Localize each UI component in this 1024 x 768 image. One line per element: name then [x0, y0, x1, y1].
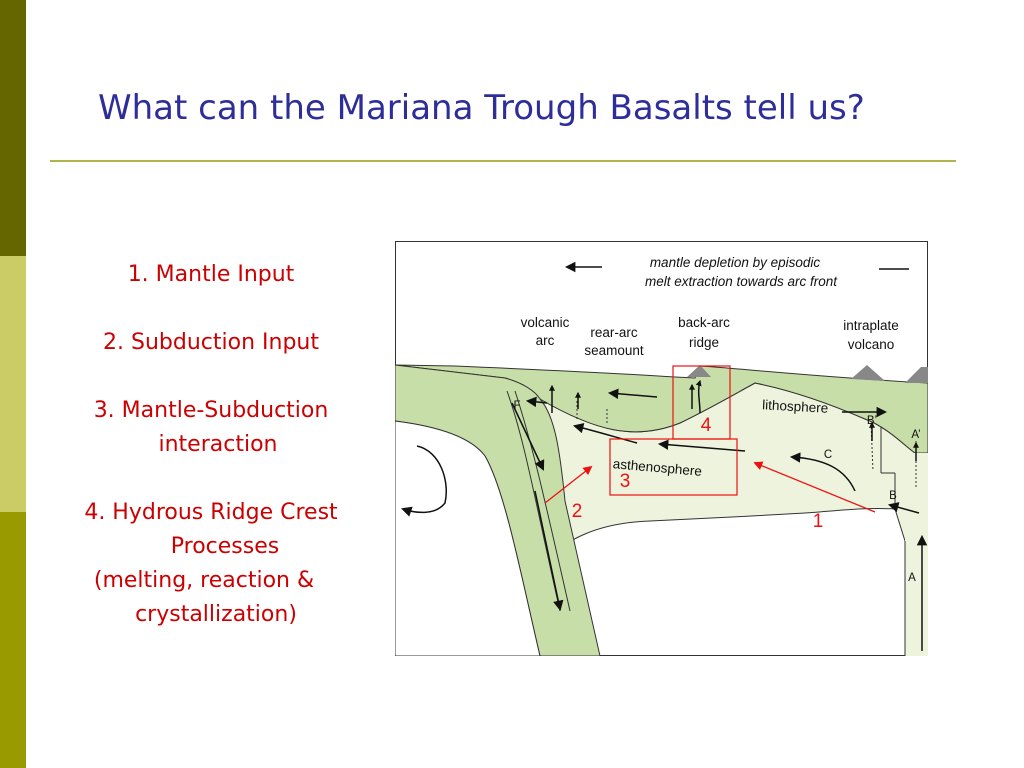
subduction-input-arrow: [544, 465, 593, 504]
label-intraplate-1: intraplate: [843, 318, 899, 333]
list-item-subduction-input: 2. Subduction Input: [103, 330, 319, 355]
label-rear-arc-2: seamount: [584, 343, 644, 358]
number-1: 1: [813, 511, 824, 532]
label-rear-arc-1: rear-arc: [590, 325, 638, 340]
flow-arrow-wedge: [572, 422, 638, 444]
label-lithosphere: lithosphere: [762, 397, 829, 415]
list-item-mantle-subduction: 3. Mantle-Subduction: [93, 398, 329, 423]
flow-arrow-c: [789, 452, 856, 492]
depletion-label-line1: mantle depletion by episodic: [650, 255, 821, 270]
number-4: 4: [701, 415, 712, 436]
flow-arrow-asthenosphere: [657, 439, 746, 452]
region-box-3: [609, 438, 738, 496]
sidebar-decoration: [0, 0, 26, 768]
mantle-input-arrow: [753, 461, 876, 513]
flow-arrow-forearc: [401, 445, 447, 517]
flow-arrow-b: [887, 502, 920, 514]
number-2: 2: [572, 501, 583, 522]
list-item-mantle-subduction-cont: interaction: [158, 432, 278, 457]
label-B: B: [889, 490, 897, 502]
label-F: F: [513, 400, 520, 412]
flow-arrow-slab-deep: [534, 490, 564, 612]
slab-inner-wedge: [395, 420, 541, 656]
label-C: C: [824, 449, 832, 461]
sidebar-segment-light: [0, 256, 26, 512]
label-A-prime: A’: [911, 429, 920, 441]
list-item-hydrous-ridge: 4. Hydrous Ridge Crest: [84, 500, 338, 525]
label-volcanic-arc-2: arc: [536, 333, 555, 348]
flow-arrow-F: [525, 396, 548, 408]
label-back-arc-2: ridge: [689, 335, 719, 350]
label-B-prime: B’: [867, 415, 877, 427]
flow-arrow-under-arc: [607, 388, 658, 399]
list-item-hydrous-ridge-detail: (melting, reaction &: [93, 568, 315, 593]
slide-title: What can the Mariana Trough Basalts tell…: [98, 88, 865, 128]
list-item-mantle-input: 1. Mantle Input: [127, 262, 295, 287]
list-item-hydrous-ridge-detail-cont: crystallization): [135, 602, 297, 627]
title-underline: [50, 160, 956, 162]
subduction-diagram: mantle depletion by episodic melt extrac…: [395, 241, 928, 656]
volcano-intraplate-1: [851, 365, 885, 381]
sidebar-segment-mid: [0, 512, 26, 768]
sidebar-segment-dark: [0, 0, 26, 256]
label-intraplate-2: volcano: [848, 337, 895, 352]
upwelling-column: [905, 453, 928, 656]
topic-list: 1. Mantle Input 2. Subduction Input 3. M…: [36, 258, 386, 632]
depletion-label-line2: melt extraction towards arc front: [645, 274, 838, 289]
flow-arrow-slab-down: [511, 402, 545, 471]
list-item-hydrous-ridge-cont: Processes: [170, 534, 280, 559]
label-back-arc-1: back-arc: [678, 315, 730, 330]
label-A: A: [908, 572, 916, 584]
volcano-intraplate-2: [905, 367, 928, 383]
label-volcanic-arc-1: volcanic: [521, 315, 570, 330]
number-3: 3: [620, 471, 631, 492]
volcano-back-arc: [687, 365, 711, 377]
